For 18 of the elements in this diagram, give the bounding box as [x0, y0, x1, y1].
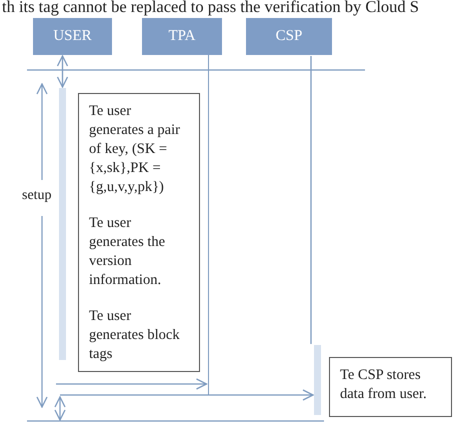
note-text: Te user generates a pair of key, (SK ={x,sk},PK ={g,u,v,y,pk}): [89, 102, 181, 197]
activation-bar: [59, 88, 66, 360]
caption-text: th its tag cannot be replaced to pass the verification by Cloud S: [2, 0, 419, 17]
note-text: Te user generates the version information.: [89, 214, 166, 290]
actor-box: USER: [33, 18, 112, 55]
phase-label: setup: [20, 188, 54, 204]
actor-box: TPA: [142, 18, 222, 55]
note-box: [329, 357, 452, 417]
note-text: Te user generates block tags: [89, 307, 181, 364]
lifeline: [208, 55, 209, 395]
lifeline: [310, 56, 312, 344]
actor-box: CSP: [246, 18, 332, 55]
note-box: [78, 93, 200, 372]
arrow: [60, 389, 314, 401]
note-text: Te CSP stores data from user.: [340, 366, 428, 404]
arrow: [56, 55, 68, 88]
activation-bar: [314, 345, 321, 415]
arrow: [56, 378, 208, 390]
